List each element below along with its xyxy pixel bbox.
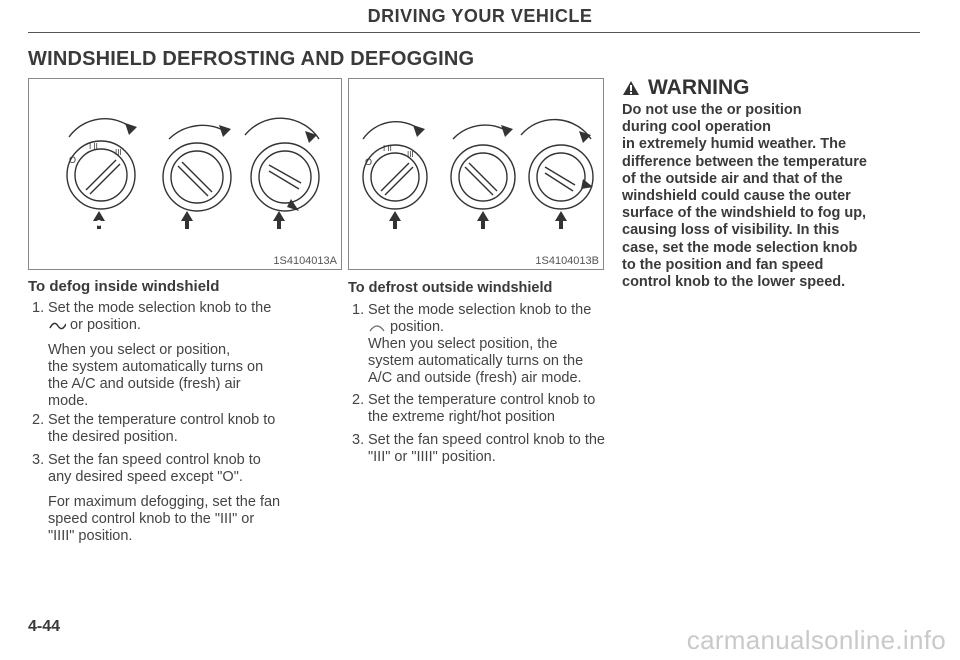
page-number: 4-44 [28, 618, 61, 635]
figure-code: 1S4104013A [273, 255, 337, 267]
svg-text:I II: I II [89, 142, 98, 151]
list-item-3: 3. Set the fan speed control knob to any… [32, 452, 261, 485]
figure-control-panel-b: O I II III 1S4104013B [348, 78, 604, 270]
list-item-1: 1. Set the mode selection knob to the po… [352, 302, 592, 386]
warning-body: Do not use the or position during cool o… [622, 102, 867, 291]
warning-triangle-icon [623, 81, 639, 95]
svg-text:III: III [407, 150, 414, 159]
defrost-icon [369, 325, 385, 332]
header-divider [28, 32, 920, 33]
figure-code: 1S4104013B [535, 255, 599, 267]
control-knobs-illustration: O I II III [362, 118, 594, 229]
warning-heading: WARNING [622, 76, 750, 100]
svg-text:O: O [365, 157, 372, 167]
watermark: carmanualsonline.info [686, 625, 946, 655]
svg-text:I II: I II [383, 144, 392, 153]
control-knobs-illustration: O I II III [66, 117, 320, 229]
note-paragraph: For maximum defogging, set the fan speed… [48, 494, 281, 544]
section-title: WINDSHIELD DEFROSTING AND DEFOGGING [28, 48, 475, 70]
svg-text:O: O [69, 155, 76, 165]
column-title-defog: To defog inside windshield [28, 278, 220, 295]
svg-text:III: III [115, 148, 122, 157]
list-item-1: 1. Set the mode selection knob to the or… [32, 300, 272, 409]
defog-floor-icon [49, 322, 66, 330]
figure-control-panel-a: O I II III 1S4104013A [28, 78, 342, 270]
list-item-2: 2. Set the temperature control knob to t… [32, 412, 276, 445]
page-header: DRIVING YOUR VEHICLE [367, 6, 593, 26]
fan-arc-icon [68, 118, 134, 138]
list-item-3: 3. Set the fan speed control knob to the… [352, 432, 605, 465]
list-item-2: 2. Set the temperature control knob to t… [352, 392, 596, 425]
column-title-defrost: To defrost outside windshield [348, 280, 553, 296]
